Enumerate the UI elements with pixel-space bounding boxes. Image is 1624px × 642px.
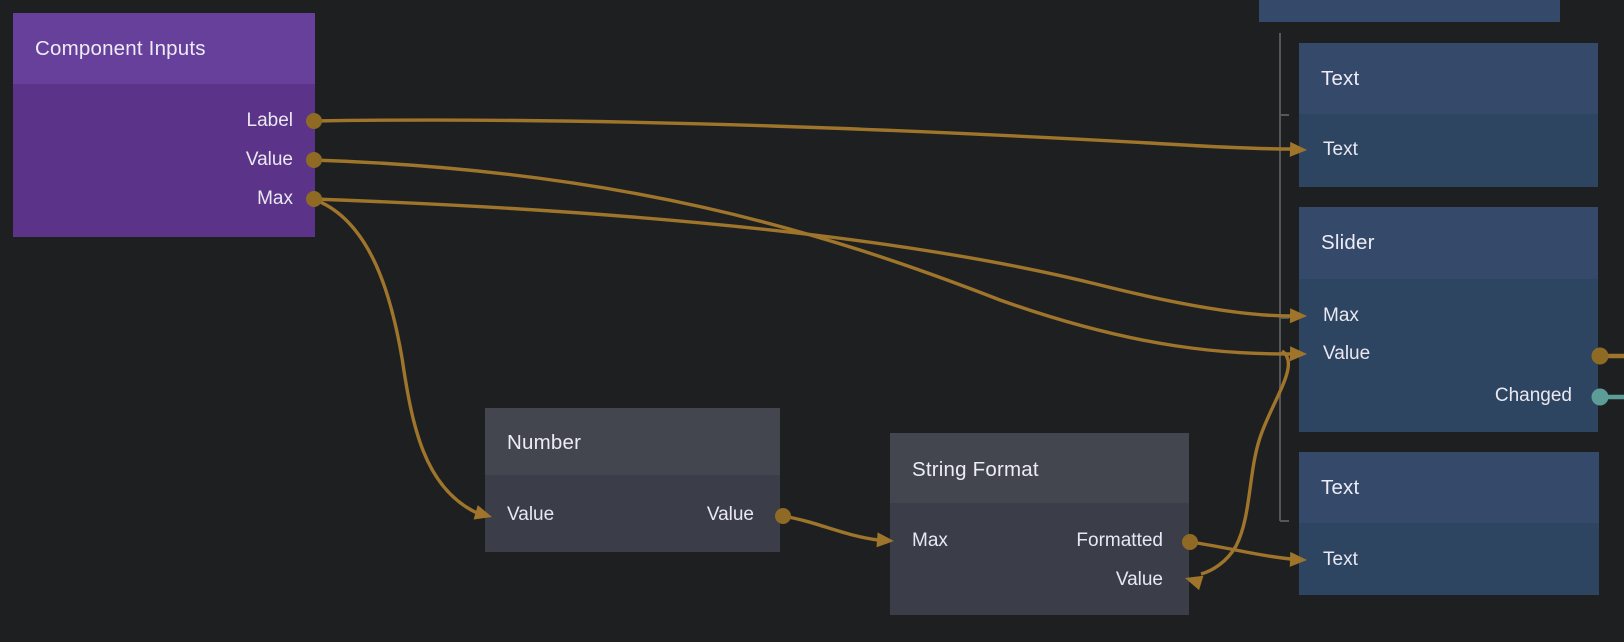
node-text-bottom[interactable]: Text Text — [1299, 452, 1599, 595]
port-dot-slider-changed[interactable] — [1591, 388, 1609, 406]
arrowhead-stringformat-max — [876, 532, 894, 548]
arrowhead-slider-value — [1289, 346, 1307, 362]
node-title: Text — [1321, 67, 1360, 90]
node-text-top-body[interactable]: Text — [1299, 114, 1598, 187]
input-port-label[interactable]: Value — [1323, 343, 1371, 364]
node-text-top[interactable]: Text Text — [1299, 43, 1598, 187]
input-port-label[interactable]: Value — [507, 504, 555, 525]
port-dot-slider-value-out[interactable] — [1591, 347, 1609, 365]
node-text-bottom-body[interactable]: Text — [1299, 523, 1599, 595]
output-port-label[interactable]: Formatted — [1076, 530, 1163, 551]
node-component-inputs-body[interactable]: Label Value Max — [13, 84, 315, 237]
input-port-label[interactable]: Max — [912, 530, 948, 551]
node-slider-body[interactable]: Max Value Changed — [1299, 279, 1598, 432]
input-port-label[interactable]: Text — [1323, 549, 1358, 570]
node-title: String Format — [912, 458, 1039, 481]
port-dot-number-value-out[interactable] — [775, 508, 791, 524]
input-port-label[interactable]: Value — [1115, 569, 1163, 590]
input-port-label[interactable]: Text — [1323, 139, 1358, 160]
node-string-format-body[interactable]: Max Formatted Value — [890, 503, 1189, 615]
cable-label-to-text-top[interactable] — [312, 118, 1292, 151]
node-title: Text — [1321, 476, 1360, 499]
port-dot-component-inputs-max[interactable] — [306, 191, 322, 207]
cable-number-to-stringformat-max[interactable] — [782, 514, 879, 542]
cable-value-to-slider-value[interactable] — [312, 158, 1292, 356]
node-text-top-header[interactable]: Text — [1299, 43, 1598, 114]
node-component-inputs-header[interactable]: Component Inputs — [13, 13, 315, 84]
node-title: Number — [507, 431, 582, 454]
port-dot-component-inputs-label[interactable] — [306, 113, 322, 129]
arrowhead-text-top-text — [1289, 141, 1307, 157]
output-port-label[interactable]: Value — [706, 504, 754, 525]
output-port-label[interactable]: Value — [245, 149, 293, 170]
output-port-label[interactable]: Changed — [1494, 385, 1572, 406]
output-port-label[interactable]: Label — [246, 110, 294, 131]
cable-formatted-to-text-bottom[interactable] — [1189, 540, 1292, 561]
arrowhead-slider-max — [1289, 308, 1307, 324]
node-component-inputs[interactable]: Component Inputs Label Value Max — [13, 13, 315, 237]
cable-max-to-number-value[interactable] — [312, 197, 478, 515]
alignment-guide-line — [1279, 33, 1289, 522]
node-slider[interactable]: Slider Max Value Changed — [1299, 207, 1598, 432]
cable-value-to-stringformat-value[interactable] — [1200, 349, 1291, 576]
node-offscreen-top-header[interactable] — [1259, 0, 1560, 22]
input-port-label[interactable]: Max — [1323, 305, 1359, 326]
node-title: Slider — [1321, 231, 1375, 254]
node-slider-header[interactable]: Slider — [1299, 207, 1598, 279]
node-number[interactable]: Number Value Value — [485, 408, 780, 552]
node-title: Component Inputs — [35, 37, 206, 60]
node-number-header[interactable]: Number — [485, 408, 780, 475]
arrowhead-number-value — [473, 505, 492, 520]
node-text-bottom-header[interactable]: Text — [1299, 452, 1599, 523]
node-offscreen-top[interactable] — [1259, 0, 1560, 22]
node-string-format-header[interactable]: String Format — [890, 433, 1189, 503]
cable-max-to-slider-max[interactable] — [312, 197, 1292, 318]
port-dot-stringformat-formatted[interactable] — [1182, 534, 1198, 550]
node-string-format[interactable]: String Format Max Formatted Value — [890, 433, 1189, 615]
arrowhead-stringformat-value — [1185, 575, 1204, 591]
output-port-label[interactable]: Max — [257, 188, 293, 209]
arrowhead-text-bottom-text — [1289, 551, 1307, 567]
node-number-body[interactable]: Value Value — [485, 475, 780, 552]
port-dot-component-inputs-value[interactable] — [306, 152, 322, 168]
